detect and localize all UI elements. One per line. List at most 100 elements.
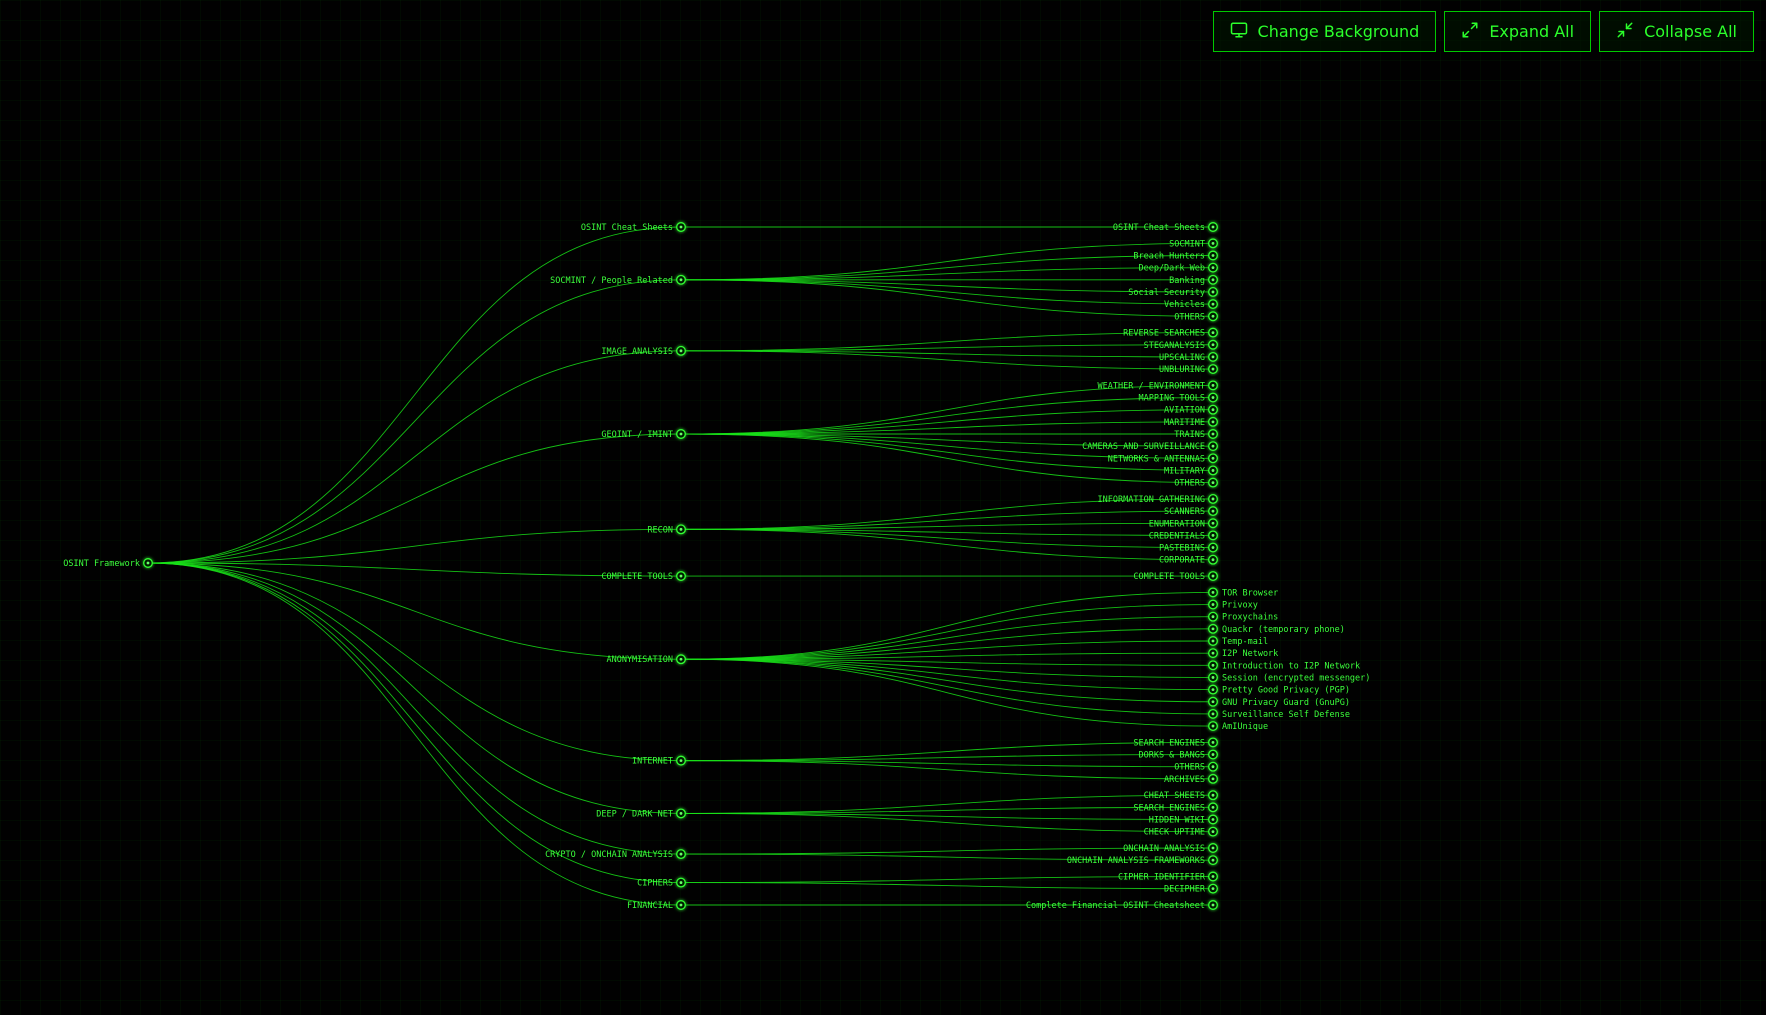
node-leaf-steganalysis[interactable]: STEGANALYSIS	[1144, 339, 1218, 351]
node-leaf-amiunique[interactable]: AmIUnique	[1208, 721, 1268, 732]
node-leaf-proxychains[interactable]: Proxychains	[1208, 611, 1279, 623]
node-leaf-weather-environment[interactable]: WEATHER / ENVIRONMENT	[1098, 380, 1218, 391]
node-leaf-hidden-wiki[interactable]: HIDDEN WIKI	[1149, 814, 1218, 826]
node-branch-geoint-imint[interactable]: GEOINT / IMINT	[601, 429, 686, 440]
node-label: MAPPING TOOLS	[1138, 394, 1205, 404]
node-label: GNU Privacy Guard (GnuPG)	[1222, 698, 1350, 708]
node-leaf-tor-browser[interactable]: TOR Browser	[1208, 587, 1279, 598]
node-label: Breach Hunters	[1133, 252, 1205, 262]
node-leaf-archives[interactable]: ARCHIVES	[1164, 773, 1218, 785]
node-leaf-introduction-to-i2p-network[interactable]: Introduction to I2P Network	[1208, 660, 1360, 671]
node-leaf-complete-tools[interactable]: COMPLETE TOOLS	[1133, 571, 1218, 582]
node-leaf-gnu-privacy-guard-gnupg[interactable]: GNU Privacy Guard (GnuPG)	[1208, 696, 1350, 708]
node-leaf-osint-cheat-sheets[interactable]: OSINT Cheat Sheets	[1113, 222, 1218, 233]
node-label: OSINT Cheat Sheets	[581, 223, 673, 233]
node-leaf-session-encrypted-messenger[interactable]: Session (encrypted messenger)	[1208, 672, 1371, 683]
node-leaf-upscaling[interactable]: UPSCALING	[1159, 351, 1218, 363]
node-dot	[1211, 765, 1215, 769]
node-label: OTHERS	[1174, 312, 1205, 322]
node-leaf-mapping-tools[interactable]: MAPPING TOOLS	[1138, 392, 1218, 404]
node-leaf-search-engines[interactable]: SEARCH ENGINES	[1133, 737, 1218, 748]
link-image-analysis-2	[680, 350, 1214, 358]
node-branch-ciphers[interactable]: CIPHERS	[637, 877, 686, 889]
node-leaf-onchain-analysis[interactable]: ONCHAIN ANALYSIS	[1123, 843, 1218, 854]
node-leaf-vehicles[interactable]: Vehicles	[1164, 299, 1218, 310]
link-internet-0	[680, 741, 1214, 762]
node-root-osint-framework[interactable]: OSINT Framework	[63, 558, 153, 569]
node-branch-deep-dark-net[interactable]: DEEP / DARK NET	[596, 808, 686, 819]
node-leaf-pastebins[interactable]: PASTEBINS	[1159, 542, 1218, 554]
node-leaf-information-gathering[interactable]: INFORMATION GATHERING	[1098, 494, 1218, 505]
node-label: Introduction to I2P Network	[1222, 661, 1360, 671]
node-branch-image-analysis[interactable]: IMAGE ANALYSIS	[601, 345, 686, 357]
node-branch-recon[interactable]: RECON	[647, 524, 686, 535]
node-leaf-unbluring[interactable]: UNBLURING	[1159, 364, 1218, 375]
node-leaf-cheat-sheets[interactable]: CHEAT SHEETS	[1144, 790, 1218, 801]
link-deep-dark-net-0	[680, 794, 1214, 814]
node-dot	[1211, 481, 1215, 484]
node-leaf-surveillance-self-defense[interactable]: Surveillance Self Defense	[1208, 708, 1350, 720]
node-leaf-maritime[interactable]: MARITIME	[1164, 416, 1218, 428]
node-leaf-dorks-bangs[interactable]: DORKS & BANGS	[1138, 749, 1218, 761]
node-label: CHEAT SHEETS	[1144, 791, 1205, 801]
node-leaf-privoxy[interactable]: Privoxy	[1208, 599, 1258, 611]
node-leaf-social-security[interactable]: Social Security	[1128, 287, 1218, 298]
node-branch-internet[interactable]: INTERNET	[632, 755, 686, 767]
node-dot	[1211, 858, 1215, 862]
tree-nodes: OSINT Framework OSINT Cheat Sheets OSINT C…	[63, 222, 1371, 911]
node-leaf-decipher[interactable]: DECIPHER	[1164, 883, 1218, 895]
node-leaf-trains[interactable]: TRAINS	[1174, 429, 1218, 440]
node-leaf-others[interactable]: OTHERS	[1174, 477, 1218, 489]
node-label: SCANNERS	[1164, 507, 1205, 517]
node-leaf-enumeration[interactable]: ENUMERATION	[1149, 518, 1218, 529]
node-branch-osint-cheat-sheets[interactable]: OSINT Cheat Sheets	[581, 222, 686, 233]
node-branch-socmint-people-related[interactable]: SOCMINT / People Related	[550, 274, 686, 286]
node-leaf-check-uptime[interactable]: CHECK UPTIME	[1144, 826, 1218, 838]
expand-all-button[interactable]: Expand All	[1444, 11, 1592, 52]
node-leaf-others[interactable]: OTHERS	[1174, 761, 1218, 773]
node-leaf-others[interactable]: OTHERS	[1174, 311, 1218, 322]
node-dot	[1211, 639, 1215, 643]
node-branch-crypto-onchain-analysis[interactable]: CRYPTO / ONCHAIN ANALYSIS	[545, 849, 686, 860]
link-crypto-onchain-analysis-1	[680, 853, 1214, 861]
node-branch-financial[interactable]: FINANCIAL	[627, 900, 686, 911]
node-leaf-onchain-analysis-frameworks[interactable]: ONCHAIN ANALYSIS FRAMEWORKS	[1067, 855, 1218, 866]
node-leaf-corporate[interactable]: CORPORATE	[1159, 554, 1218, 566]
node-label: WEATHER / ENVIRONMENT	[1098, 381, 1205, 391]
link-root-complete-tools	[147, 562, 682, 577]
node-branch-complete-tools[interactable]: COMPLETE TOOLS	[601, 571, 686, 582]
node-leaf-quackr-temporary-phone[interactable]: Quackr (temporary phone)	[1208, 623, 1345, 635]
node-leaf-pretty-good-privacy-pgp[interactable]: Pretty Good Privacy (PGP)	[1208, 684, 1350, 696]
node-leaf-socmint[interactable]: SOCMINT	[1169, 238, 1218, 249]
node-leaf-cipher-identifier[interactable]: CIPHER IDENTIFIER	[1118, 871, 1218, 883]
node-dot	[1211, 651, 1215, 655]
link-anonymisation-3	[680, 628, 1214, 660]
node-dot	[679, 903, 683, 907]
node-leaf-aviation[interactable]: AVIATION	[1164, 404, 1218, 416]
tree-links	[147, 226, 1214, 906]
node-leaf-cameras-and-surveillance[interactable]: CAMERAS AND SURVEILLANCE	[1082, 441, 1218, 452]
collapse-all-button[interactable]: Collapse All	[1599, 11, 1754, 52]
node-leaf-complete-financial-osint-cheatsheet[interactable]: Complete Financial OSINT Cheatsheet	[1026, 900, 1218, 911]
node-leaf-temp-mail[interactable]: Temp-mail	[1208, 636, 1268, 647]
node-leaf-banking[interactable]: Banking	[1169, 274, 1218, 286]
node-leaf-reverse-searches[interactable]: REVERSE SEARCHES	[1123, 327, 1218, 339]
node-leaf-deep-dark-web[interactable]: Deep/Dark Web	[1138, 262, 1218, 274]
node-label: CREDENTIALS	[1149, 531, 1205, 541]
node-leaf-i2p-network[interactable]: I2P Network	[1208, 648, 1279, 659]
node-label: SEARCH ENGINES	[1133, 803, 1205, 813]
node-dot	[1211, 830, 1215, 834]
link-socmint-people-related-4	[680, 279, 1214, 293]
node-leaf-networks-antennas[interactable]: NETWORKS & ANTENNAS	[1108, 453, 1218, 464]
node-label: REVERSE SEARCHES	[1123, 329, 1205, 339]
node-leaf-breach-hunters[interactable]: Breach Hunters	[1133, 250, 1218, 262]
link-root-crypto-onchain-analysis	[147, 562, 682, 855]
node-leaf-military[interactable]: MILITARY	[1164, 465, 1218, 476]
node-dot	[1211, 420, 1215, 424]
node-leaf-credentials[interactable]: CREDENTIALS	[1149, 530, 1218, 541]
node-leaf-search-engines[interactable]: SEARCH ENGINES	[1133, 802, 1218, 813]
expand-all-label: Expand All	[1489, 22, 1575, 41]
node-branch-anonymisation[interactable]: ANONYMISATION	[606, 654, 686, 665]
node-leaf-scanners[interactable]: SCANNERS	[1164, 506, 1218, 517]
change-background-button[interactable]: Change Background	[1212, 11, 1437, 52]
